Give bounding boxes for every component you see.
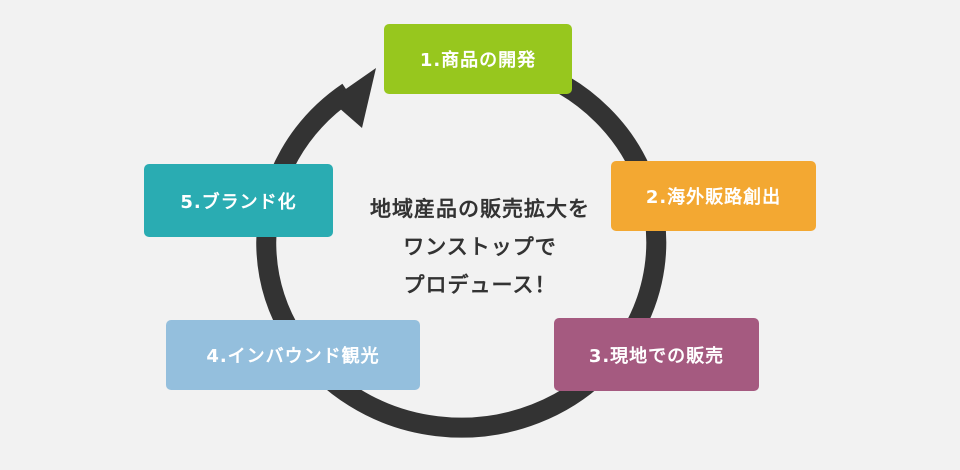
step-local-sales: 3.現地での販売 xyxy=(554,318,759,391)
step-label: 2.海外販路創出 xyxy=(645,187,782,208)
step-overseas-channel: 2.海外販路創出 xyxy=(611,161,816,231)
step-label: 1.商品の開発 xyxy=(419,50,537,71)
center-line-2: ワンストップで xyxy=(403,235,557,259)
cycle-ring-arc xyxy=(256,47,667,438)
step-label: 4.インバウンド観光 xyxy=(206,346,380,367)
center-line-1: 地域産品の販売拡大を xyxy=(370,197,590,221)
step-label: 3.現地での販売 xyxy=(588,345,725,367)
step-inbound-tourism: 4.インバウンド観光 xyxy=(166,320,420,390)
arrow-head-icon xyxy=(330,68,376,128)
step-product-development: 1.商品の開発 xyxy=(384,24,572,94)
step-label: 5.ブランド化 xyxy=(180,191,297,213)
center-line-3: プロデュース！ xyxy=(403,273,557,297)
center-message: 地域産品の販売拡大を ワンストップで プロデュース！ xyxy=(330,190,630,304)
step-branding: 5.ブランド化 xyxy=(144,164,333,237)
